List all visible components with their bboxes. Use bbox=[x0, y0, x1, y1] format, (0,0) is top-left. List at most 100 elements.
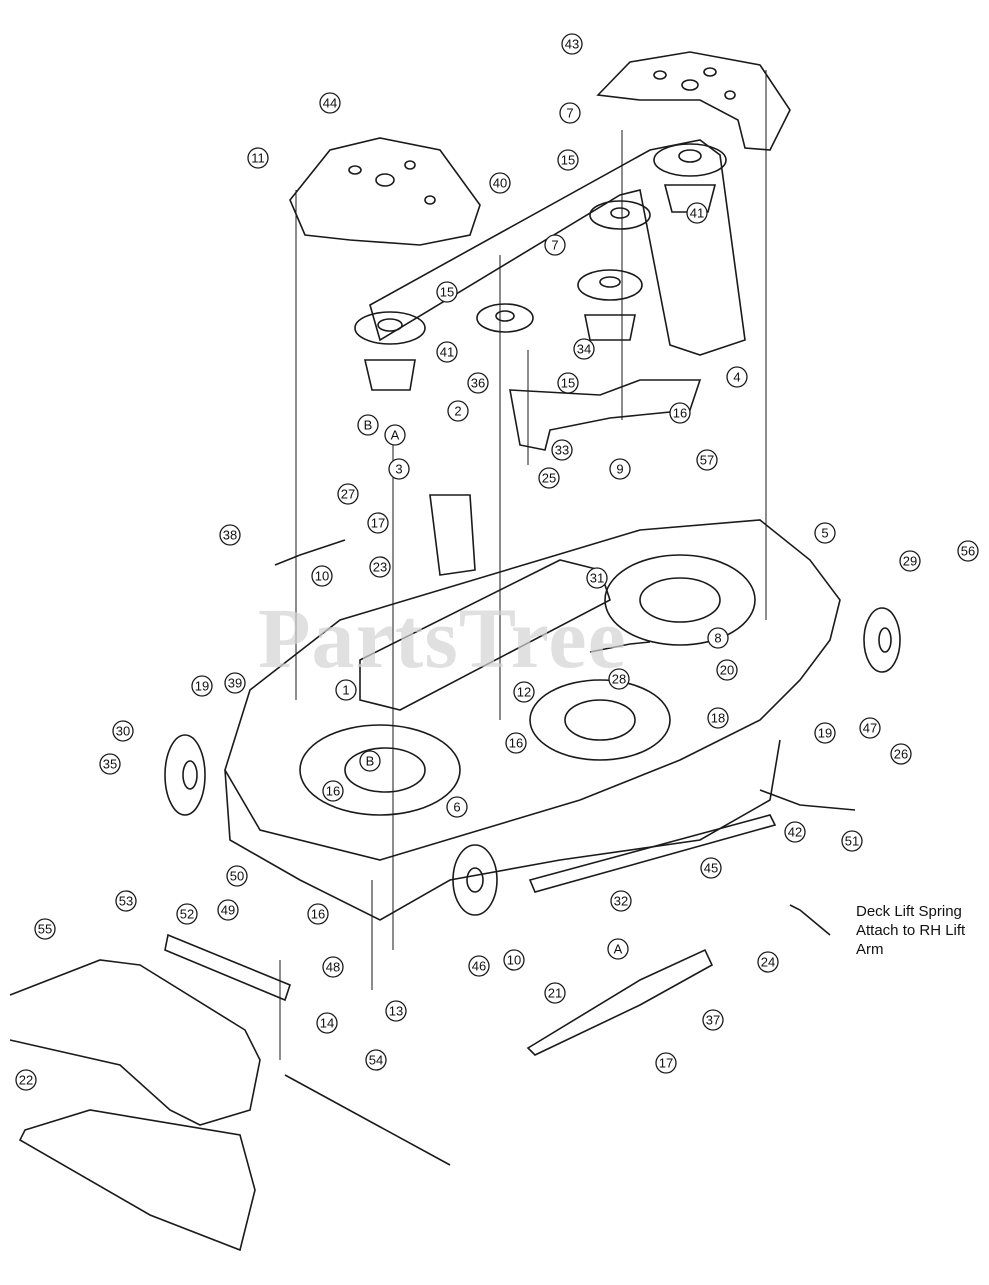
callout-circle bbox=[384, 424, 406, 446]
callout-circle bbox=[226, 865, 248, 887]
callout-circle bbox=[365, 1049, 387, 1071]
callout-number: 1 bbox=[342, 683, 349, 698]
callout-circle bbox=[513, 681, 535, 703]
callout-circle bbox=[700, 857, 722, 879]
callout-circle bbox=[112, 720, 134, 742]
callout-20: 20 bbox=[716, 659, 738, 681]
callout-number: 10 bbox=[315, 569, 329, 584]
callout-circle bbox=[707, 707, 729, 729]
callout-number: 3 bbox=[395, 462, 402, 477]
callout-number: B bbox=[366, 754, 375, 769]
deck-support-bracket bbox=[359, 559, 611, 711]
callout-circle bbox=[322, 780, 344, 802]
callout-48: 48 bbox=[322, 956, 344, 978]
callout-1: 1 bbox=[335, 679, 357, 701]
callout-9: 9 bbox=[609, 458, 631, 480]
callout-4: 4 bbox=[726, 366, 748, 388]
callout-circle bbox=[669, 402, 691, 424]
callout-30: 30 bbox=[112, 720, 134, 742]
callout-42: 42 bbox=[784, 821, 806, 843]
callout-15: 15 bbox=[557, 149, 579, 171]
callout-13: 13 bbox=[385, 1000, 407, 1022]
callout-number: 55 bbox=[38, 922, 52, 937]
note-line-1: Deck Lift Spring bbox=[856, 903, 962, 920]
callout-circle bbox=[538, 467, 560, 489]
callout-number: 2 bbox=[454, 404, 461, 419]
callout-circle bbox=[503, 949, 525, 971]
callout-circle bbox=[388, 458, 410, 480]
callout-21: 21 bbox=[544, 982, 566, 1004]
callout-circle bbox=[15, 1069, 37, 1091]
callout-number: 54 bbox=[369, 1053, 383, 1068]
callout-number: 17 bbox=[659, 1056, 673, 1071]
callout-2: 2 bbox=[447, 400, 469, 422]
callout-32: 32 bbox=[610, 890, 632, 912]
callout-54: 54 bbox=[365, 1049, 387, 1071]
belt-cover-right bbox=[596, 51, 791, 151]
callout-number: 48 bbox=[326, 960, 340, 975]
rear-baffle bbox=[528, 814, 777, 893]
callout-number: A bbox=[391, 428, 400, 443]
callout-16: 16 bbox=[505, 732, 527, 754]
callout-number: 26 bbox=[894, 747, 908, 762]
callout-circle bbox=[814, 522, 836, 544]
callout-circle bbox=[607, 938, 629, 960]
callout-16: 16 bbox=[669, 402, 691, 424]
callout-circle bbox=[505, 732, 527, 754]
callout-number: 28 bbox=[612, 672, 626, 687]
callout-circle bbox=[608, 668, 630, 690]
callout-number: 35 bbox=[103, 757, 117, 772]
callout-number: 42 bbox=[788, 825, 802, 840]
spindle-pulley-right bbox=[653, 143, 727, 213]
callout-53: 53 bbox=[115, 890, 137, 912]
callout-41: 41 bbox=[686, 202, 708, 224]
spindle-pulley-left bbox=[354, 311, 426, 391]
callout-47: 47 bbox=[859, 717, 881, 739]
callout-11: 11 bbox=[247, 147, 269, 169]
callout-number: 5 bbox=[821, 526, 828, 541]
mounting-bracket bbox=[429, 494, 476, 576]
callout-number: 15 bbox=[561, 376, 575, 391]
callout-number: 33 bbox=[555, 443, 569, 458]
callout-circle bbox=[559, 102, 581, 124]
callout-circle bbox=[557, 372, 579, 394]
callout-circle bbox=[890, 743, 912, 765]
hinge-rod bbox=[284, 1074, 451, 1166]
callout-number: 27 bbox=[341, 487, 355, 502]
callout-circle bbox=[176, 903, 198, 925]
callout-circle bbox=[702, 1009, 724, 1031]
front-axle-rod bbox=[759, 789, 856, 811]
callout-43: 43 bbox=[561, 33, 583, 55]
callout-circle bbox=[357, 414, 379, 436]
callout-10: 10 bbox=[311, 565, 333, 587]
callout-22: 22 bbox=[15, 1069, 37, 1091]
callout-14: 14 bbox=[316, 1012, 338, 1034]
callout-number: 30 bbox=[116, 724, 130, 739]
callout-circle bbox=[99, 753, 121, 775]
mower-deck-shell bbox=[224, 519, 841, 921]
callout-number: 22 bbox=[19, 1073, 33, 1088]
callout-circle bbox=[359, 750, 381, 772]
callout-number: 10 bbox=[507, 953, 521, 968]
callout-number: 9 bbox=[616, 462, 623, 477]
callout-circle bbox=[447, 400, 469, 422]
callout-31: 31 bbox=[586, 567, 608, 589]
callout-number: 12 bbox=[517, 685, 531, 700]
callout-number: 19 bbox=[195, 679, 209, 694]
callout-25: 25 bbox=[538, 467, 560, 489]
mower-blade bbox=[526, 948, 714, 1056]
callout-36: 36 bbox=[467, 372, 489, 394]
callout-7: 7 bbox=[544, 234, 566, 256]
callout-number: 15 bbox=[440, 285, 454, 300]
callout-33: 33 bbox=[551, 439, 573, 461]
callout-B: B bbox=[357, 414, 379, 436]
callout-number: 14 bbox=[320, 1016, 334, 1031]
callout-circle bbox=[561, 33, 583, 55]
callout-number: 16 bbox=[673, 406, 687, 421]
callout-number: 20 bbox=[720, 663, 734, 678]
callout-circle bbox=[784, 821, 806, 843]
callout-number: 19 bbox=[818, 726, 832, 741]
gauge-wheel-left bbox=[164, 734, 206, 816]
callout-number: 41 bbox=[690, 206, 704, 221]
